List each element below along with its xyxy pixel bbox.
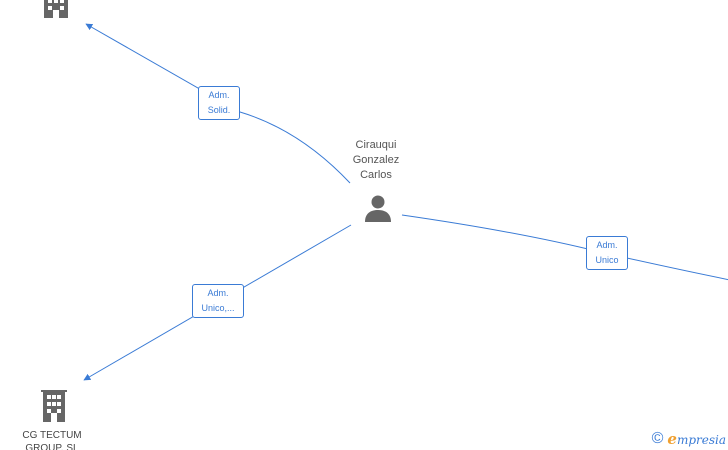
person-icon[interactable] bbox=[363, 193, 393, 223]
relation-label-line: Solid. bbox=[207, 105, 231, 115]
relation-label-line: Adm. bbox=[596, 240, 618, 250]
relation-label-adm-unico[interactable]: Adm. Unico bbox=[586, 236, 628, 270]
company-name-bottom-left[interactable]: CG TECTUM GROUP, SL bbox=[4, 429, 100, 450]
person-name-line: Cirauqui bbox=[355, 139, 397, 151]
person-name-line: Gonzalez bbox=[352, 154, 400, 166]
building-icon[interactable] bbox=[38, 388, 70, 422]
brand-rest: mpresia bbox=[676, 433, 726, 447]
edge-to-company-right bbox=[401, 214, 728, 281]
company-name-line: GROUP, SL bbox=[25, 443, 79, 450]
person-name[interactable]: Cirauqui Gonzalez Carlos bbox=[336, 138, 416, 183]
company-name-line: CG TECTUM bbox=[22, 430, 82, 441]
brand-initial: e bbox=[667, 430, 677, 448]
relation-label-adm-solid[interactable]: Adm. Solid. bbox=[198, 86, 240, 120]
empresia-logo: empresia bbox=[667, 430, 726, 448]
edge-to-company-top-left bbox=[85, 23, 351, 184]
relation-label-line: Unico bbox=[595, 255, 619, 265]
relation-label-line: Adm. bbox=[207, 288, 229, 298]
empresia-watermark: © empresia bbox=[652, 430, 726, 448]
relation-label-line: Adm. bbox=[208, 90, 230, 100]
relation-label-adm-unico-truncated[interactable]: Adm. Unico,... bbox=[192, 284, 244, 318]
building-icon[interactable] bbox=[40, 0, 72, 18]
person-name-line: Carlos bbox=[360, 169, 392, 181]
relation-label-line: Unico,... bbox=[201, 303, 235, 313]
copyright-symbol: © bbox=[651, 430, 664, 447]
